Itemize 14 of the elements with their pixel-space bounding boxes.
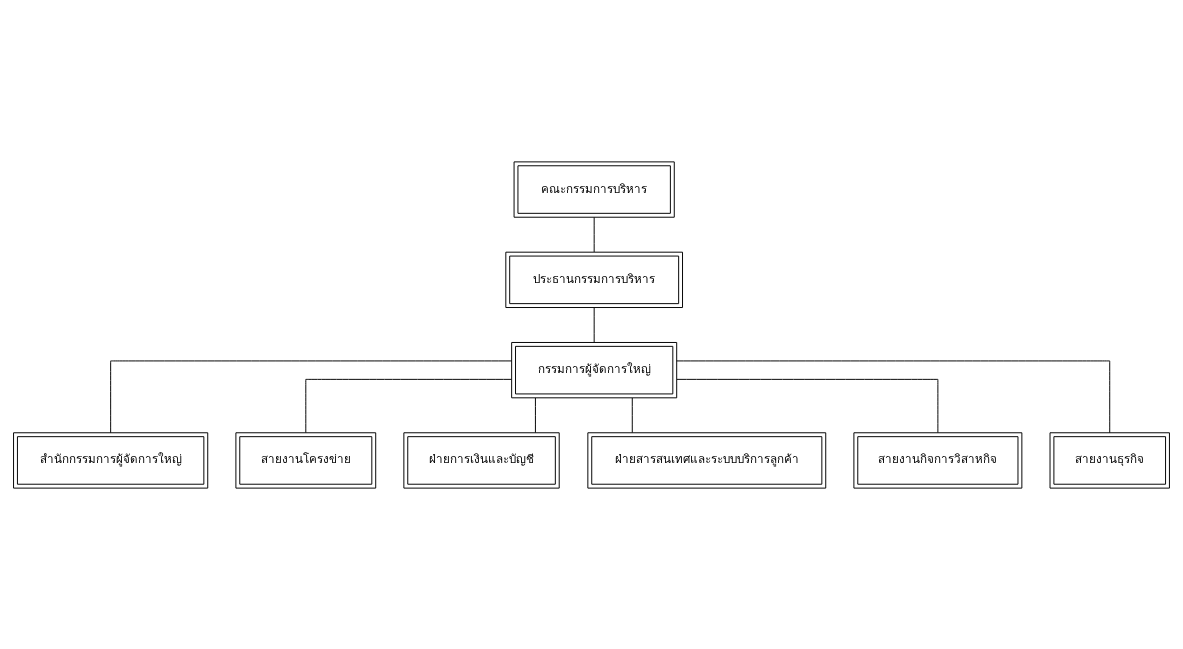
node-box: สายงานกิจการวิสาหกิจ [853, 431, 1023, 489]
connector [631, 397, 633, 433]
node-box: กรรมการผู้จัดการใหญ่ [511, 341, 678, 398]
connector [305, 378, 512, 433]
connector [593, 216, 595, 252]
node-box: ฝ่ายการเงินและบัญชี [403, 431, 560, 489]
node-box: สายงานโครงข่าย [235, 431, 377, 489]
connector [534, 397, 536, 433]
connector [676, 378, 939, 433]
node-box: ฝ่ายสารสนเทศและระบบบริการลูกค้า [587, 431, 827, 489]
connector [593, 306, 595, 343]
connector [676, 359, 1111, 433]
node-box: คณะกรรมการบริหาร [513, 160, 675, 218]
connector [110, 359, 513, 433]
